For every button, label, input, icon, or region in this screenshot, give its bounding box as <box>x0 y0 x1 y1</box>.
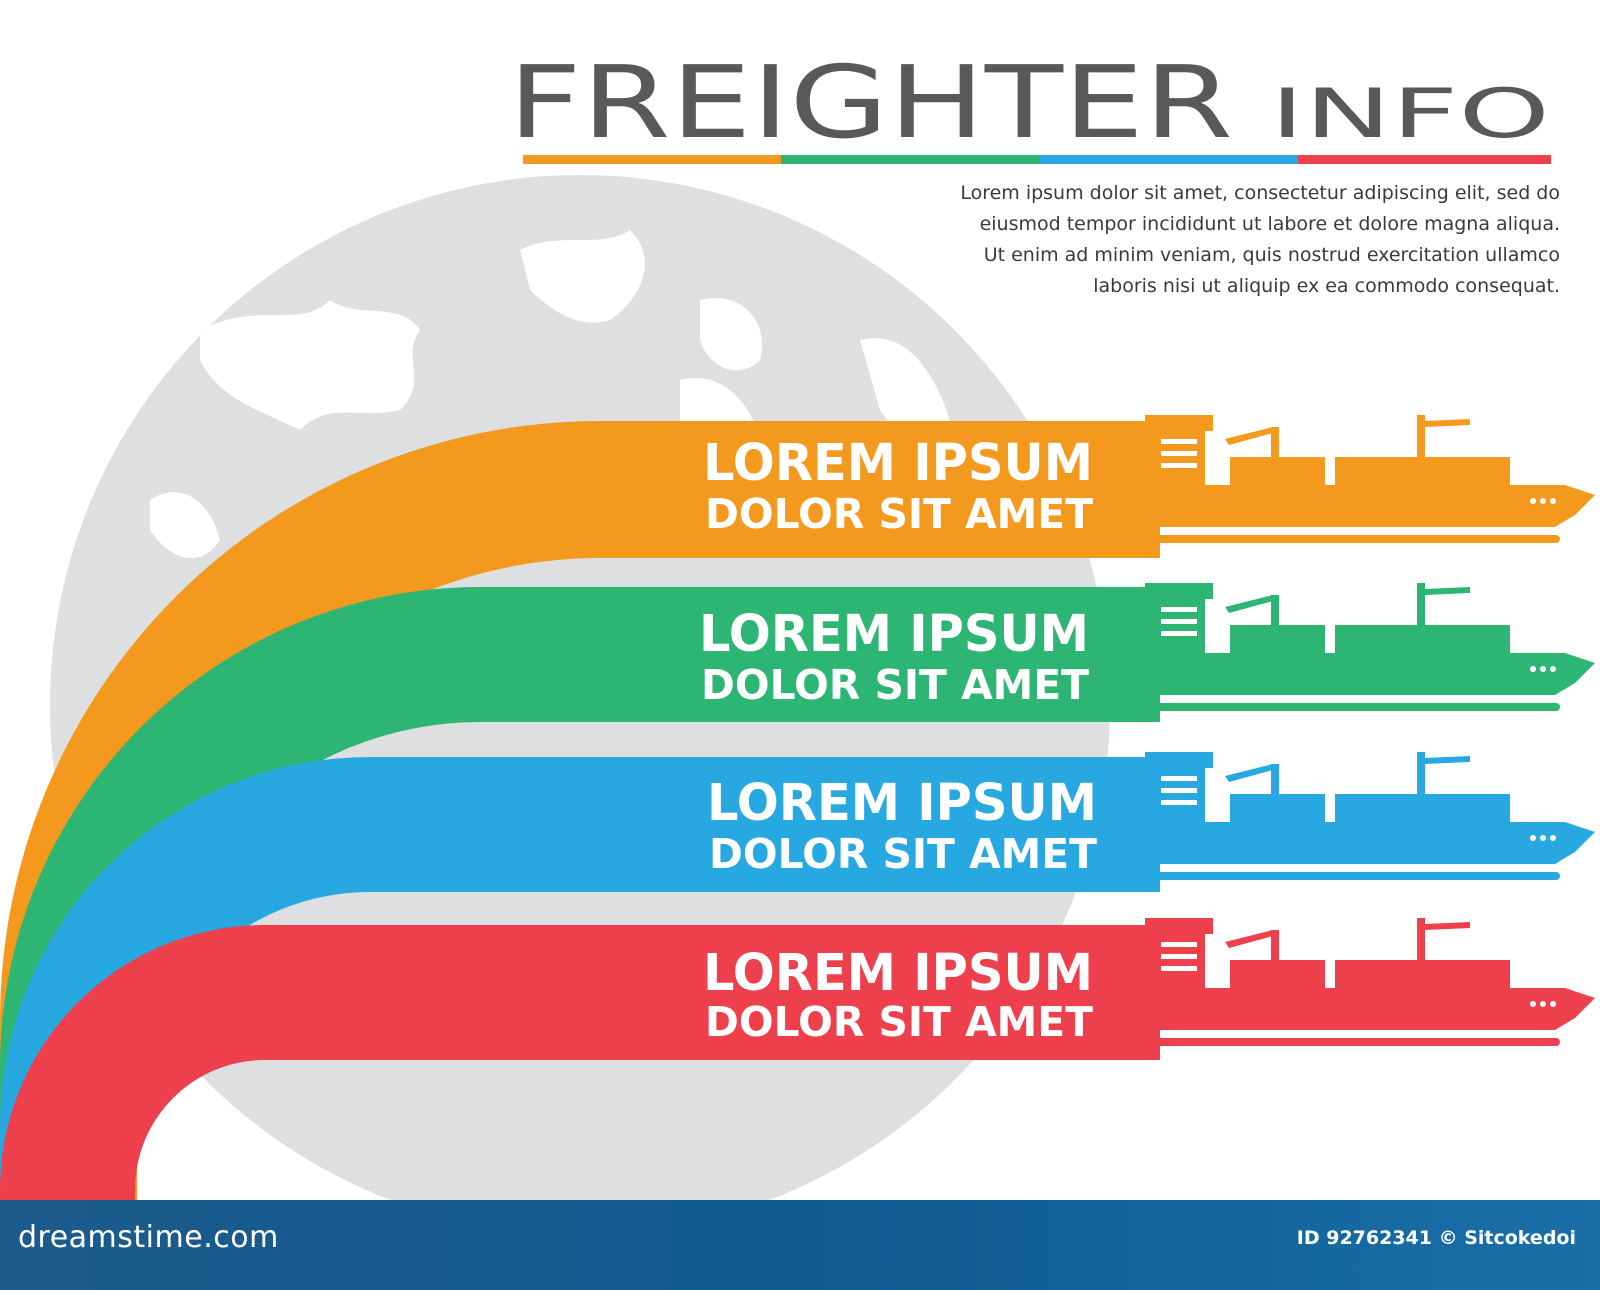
title-main: FREIGHTER <box>508 44 1233 161</box>
band-2 <box>0 587 1160 1200</box>
band-labels: LOREM IPSUM DOLOR SIT AMET LOREM IPSUM D… <box>699 434 1097 1046</box>
band-4-title: LOREM IPSUM <box>703 944 1093 1003</box>
band-group <box>0 421 1160 1200</box>
underline-segment-orange <box>523 155 781 164</box>
title-group: FREIGHTER INFO <box>508 44 1551 164</box>
footer-bar: dreamstime.com ID 92762341 © Sitcokedoi <box>0 1200 1600 1290</box>
underline-segment-blue <box>1040 155 1298 164</box>
band-1-subtitle: DOLOR SIT AMET <box>705 490 1093 538</box>
footer-brand: dreamstime.com <box>18 1220 279 1255</box>
underline-segment-green <box>781 155 1040 164</box>
band-3-title: LOREM IPSUM <box>707 774 1097 833</box>
cargo-ship-icon <box>1145 583 1595 711</box>
band-2-title: LOREM IPSUM <box>699 605 1089 664</box>
band-4-subtitle: DOLOR SIT AMET <box>705 998 1093 1046</box>
band-3-subtitle: DOLOR SIT AMET <box>709 830 1097 878</box>
underline-segment-red <box>1298 155 1551 164</box>
title-accent: INFO <box>1270 75 1550 154</box>
band-4 <box>0 925 1160 1200</box>
footer-image-id: ID 92762341 © Sitcokedoi <box>1296 1227 1576 1249</box>
ship-group <box>1145 415 1595 1046</box>
title-underline <box>523 155 1551 164</box>
band-3 <box>0 757 1160 1200</box>
band-1-title: LOREM IPSUM <box>703 434 1093 493</box>
cargo-ship-icon <box>1145 918 1595 1046</box>
cargo-ship-icon <box>1145 752 1595 880</box>
band-1 <box>0 421 1160 1200</box>
cargo-ship-icon <box>1145 415 1595 543</box>
description-text: Lorem ipsum dolor sit amet, consectetur … <box>960 182 1560 297</box>
band-2-subtitle: DOLOR SIT AMET <box>701 661 1089 709</box>
